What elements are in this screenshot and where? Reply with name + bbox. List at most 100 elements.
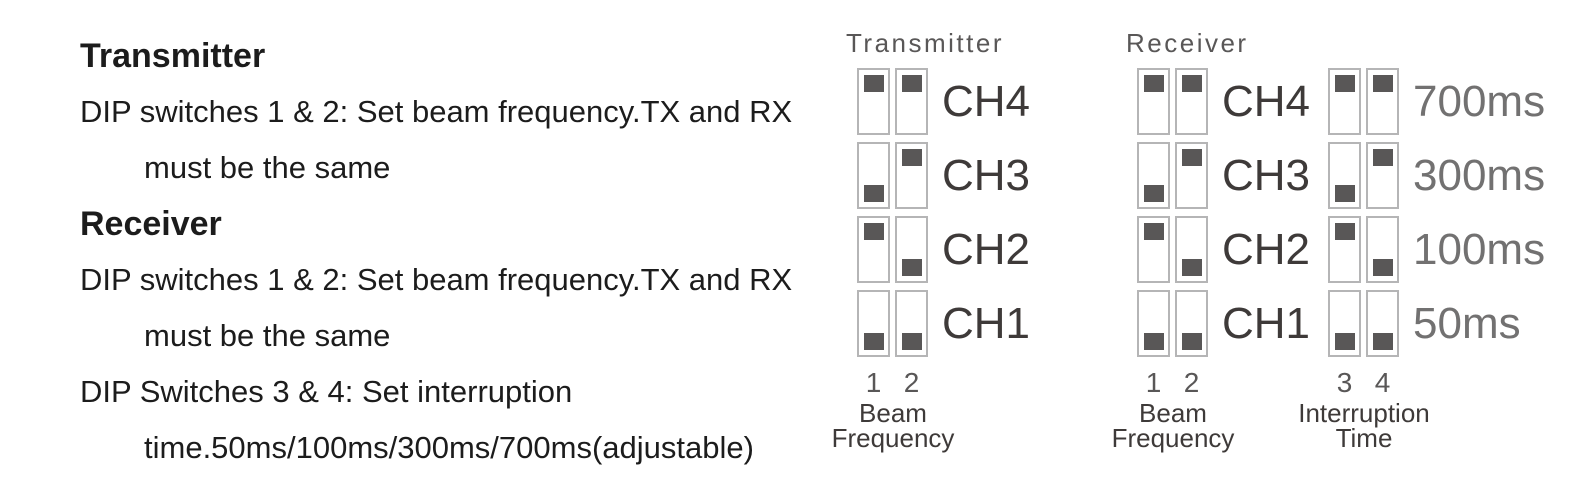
dip-row-ch2: CH2 bbox=[857, 216, 1030, 283]
caption-line: Time bbox=[1335, 423, 1393, 453]
interruption-time-dip-diagram: 700ms 300ms 100ms 50ms 3 4 Interrup bbox=[1298, 28, 1545, 451]
transmitter-dip-diagram: Transmitter CH4 CH3 CH2 CH1 bbox=[832, 28, 1030, 451]
time-label: 700ms bbox=[1413, 76, 1546, 126]
dip-row-300ms: 300ms bbox=[1328, 142, 1545, 209]
dip-switch-2 bbox=[895, 142, 928, 209]
dip-switch-3 bbox=[1328, 142, 1361, 209]
interruption-diagram-title bbox=[1317, 28, 1545, 68]
dip-row-100ms: 100ms bbox=[1328, 216, 1545, 283]
receiver-dip-rows: CH4 CH3 CH2 CH1 bbox=[1137, 68, 1310, 357]
switch-number-labels: 1 2 bbox=[1137, 367, 1310, 399]
transmitter-dip-rows: CH4 CH3 CH2 CH1 bbox=[857, 68, 1030, 357]
dip-switch-1 bbox=[857, 216, 890, 283]
dip-row-ch4: CH4 bbox=[1137, 68, 1310, 135]
dip-switch-2 bbox=[1175, 142, 1208, 209]
caption-line: Frequency bbox=[831, 423, 955, 453]
dip-knob bbox=[863, 75, 884, 92]
dip-row-ch1: CH1 bbox=[857, 290, 1030, 357]
time-label: 300ms bbox=[1413, 150, 1546, 200]
caption-line: Beam bbox=[1139, 398, 1207, 428]
instructions: Transmitter DIP switches 1 & 2: Set beam… bbox=[80, 28, 792, 476]
dip-switch-4 bbox=[1366, 216, 1399, 283]
dip-switch-1 bbox=[1137, 68, 1170, 135]
channel-label: CH1 bbox=[1222, 298, 1311, 348]
dip-switch-1 bbox=[1137, 290, 1170, 357]
switch-number: 1 bbox=[1145, 367, 1162, 398]
dip-knob bbox=[1181, 75, 1202, 92]
dip-switch-2 bbox=[1175, 290, 1208, 357]
dip-knob bbox=[1372, 75, 1393, 92]
channel-label: CH1 bbox=[942, 298, 1031, 348]
channel-label: CH3 bbox=[1222, 150, 1311, 200]
receiver-instruction-line-1: DIP switches 1 & 2: Set beam frequency.T… bbox=[80, 262, 793, 297]
dip-knob bbox=[1181, 149, 1202, 166]
caption-line: Interruption bbox=[1298, 398, 1430, 428]
switch-number: 4 bbox=[1374, 367, 1391, 398]
channel-label: CH2 bbox=[942, 224, 1031, 274]
dip-row-700ms: 700ms bbox=[1328, 68, 1545, 135]
dip-row-ch4: CH4 bbox=[857, 68, 1030, 135]
dip-knob bbox=[1372, 149, 1393, 166]
dip-switch-3 bbox=[1328, 68, 1361, 135]
caption-line: Frequency bbox=[1111, 423, 1235, 453]
dip-knob bbox=[901, 75, 922, 92]
dip-knob bbox=[1372, 333, 1393, 350]
dip-row-ch2: CH2 bbox=[1137, 216, 1310, 283]
dip-switch-1 bbox=[857, 142, 890, 209]
switch-number: 2 bbox=[903, 367, 920, 398]
dip-knob bbox=[863, 223, 884, 240]
dip-switch-1 bbox=[857, 68, 890, 135]
dip-switch-1 bbox=[1137, 142, 1170, 209]
receiver-dip-diagram: Receiver CH4 CH3 CH2 CH1 bbox=[1112, 28, 1310, 451]
dip-switch-1 bbox=[857, 290, 890, 357]
dip-switch-4 bbox=[1366, 68, 1399, 135]
receiver-heading: Receiver bbox=[80, 205, 222, 243]
dip-knob bbox=[1334, 223, 1355, 240]
dip-knob bbox=[1181, 259, 1202, 276]
switch-number-labels: 1 2 bbox=[857, 367, 1030, 399]
dip-knob bbox=[1334, 75, 1355, 92]
switch-number-labels: 3 4 bbox=[1328, 367, 1545, 399]
channel-label: CH4 bbox=[1222, 76, 1311, 126]
dip-knob bbox=[901, 259, 922, 276]
dip-switch-2 bbox=[895, 216, 928, 283]
dip-knob bbox=[863, 185, 884, 202]
caption-line: Beam bbox=[859, 398, 927, 428]
dip-knob bbox=[1143, 75, 1164, 92]
dip-switch-2 bbox=[1175, 68, 1208, 135]
diagram-caption: Beam Frequency bbox=[773, 398, 1013, 453]
receiver-instruction-line-3: DIP Switches 3 & 4: Set interruption bbox=[80, 374, 573, 409]
dip-switch-3 bbox=[1328, 216, 1361, 283]
channel-label: CH4 bbox=[942, 76, 1031, 126]
dip-switch-2 bbox=[895, 290, 928, 357]
dip-switch-4 bbox=[1366, 290, 1399, 357]
dip-row-ch3: CH3 bbox=[1137, 142, 1310, 209]
dip-switch-4 bbox=[1366, 142, 1399, 209]
channel-label: CH3 bbox=[942, 150, 1031, 200]
dip-knob bbox=[863, 333, 884, 350]
dip-knob bbox=[1143, 223, 1164, 240]
receiver-instruction-line-4: time.50ms/100ms/300ms/700ms(adjustable) bbox=[144, 430, 754, 465]
diagram-caption: Interruption Time bbox=[1244, 398, 1484, 453]
diagram-caption: Beam Frequency bbox=[1053, 398, 1293, 453]
dip-knob bbox=[1143, 333, 1164, 350]
receiver-instruction-line-2: must be the same bbox=[144, 318, 391, 353]
switch-number: 1 bbox=[865, 367, 882, 398]
transmitter-diagram-title: Transmitter bbox=[846, 28, 1004, 58]
interruption-dip-rows: 700ms 300ms 100ms 50ms bbox=[1328, 68, 1545, 357]
dip-row-ch3: CH3 bbox=[857, 142, 1030, 209]
switch-number: 3 bbox=[1336, 367, 1353, 398]
dip-knob bbox=[1334, 333, 1355, 350]
channel-label: CH2 bbox=[1222, 224, 1311, 274]
dip-row-50ms: 50ms bbox=[1328, 290, 1545, 357]
time-label: 100ms bbox=[1413, 224, 1546, 274]
receiver-diagram-title: Receiver bbox=[1126, 28, 1249, 58]
dip-knob bbox=[1181, 333, 1202, 350]
dip-knob bbox=[1334, 185, 1355, 202]
dip-switch-2 bbox=[895, 68, 928, 135]
dip-switch-2 bbox=[1175, 216, 1208, 283]
switch-number: 2 bbox=[1183, 367, 1200, 398]
dip-knob bbox=[1372, 259, 1393, 276]
dip-switch-3 bbox=[1328, 290, 1361, 357]
